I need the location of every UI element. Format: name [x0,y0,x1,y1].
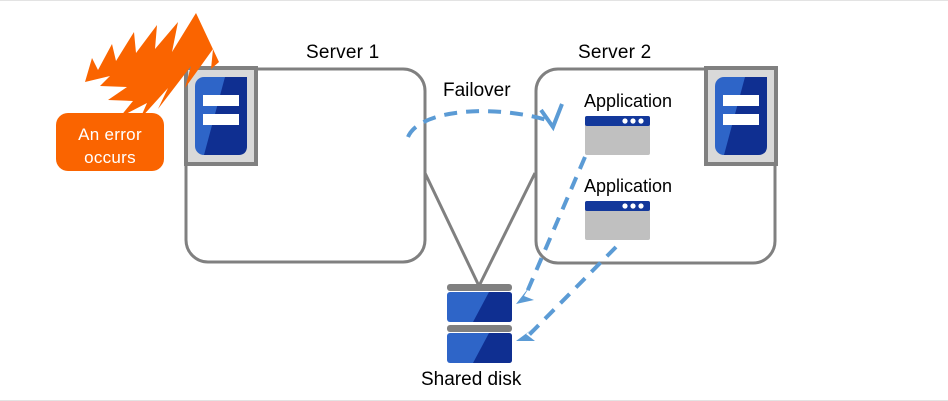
failover-arrow [406,103,564,138]
error-callout-text: An error occurs [56,123,164,169]
application-icon-2 [585,201,650,240]
shared-disk-icon [447,284,512,363]
application-icon-1 [585,116,650,155]
error-callout-bubble [56,113,164,171]
app2-to-disk-arrow [516,245,618,341]
failover-label: Failover [443,80,511,101]
disk-connector-lines [423,172,537,287]
application-label-2: Application [584,176,673,196]
error-callout-line1: An error [78,125,142,144]
server2-machine-icon [704,66,778,166]
application-label-1: Application [584,91,673,111]
server2-title: Server 2 [578,42,652,63]
app1-to-disk-arrow [516,156,587,304]
shared-disk-label: Shared disk [421,369,522,390]
error-lightning-icon [85,13,219,119]
server1-title: Server 1 [306,42,380,63]
canvas-top-border [0,0,948,1]
error-callout-line2: occurs [84,148,136,167]
server1-machine-icon [184,66,258,166]
